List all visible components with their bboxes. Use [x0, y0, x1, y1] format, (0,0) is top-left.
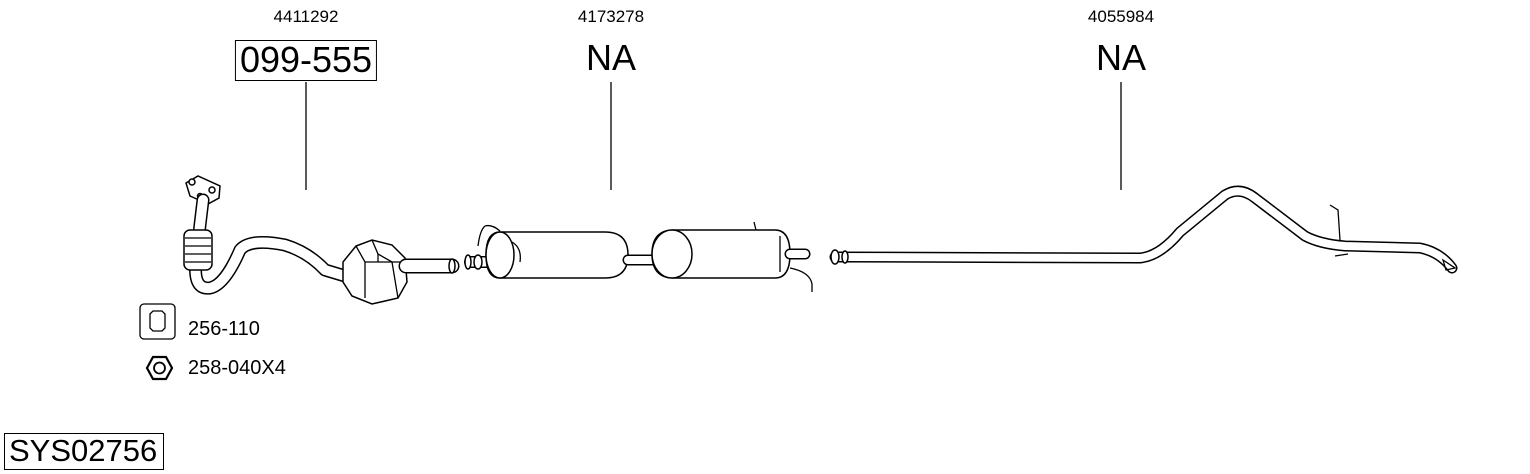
part-number-part-3: NA: [1095, 37, 1147, 78]
catalytic-converter-front-pipe: [183, 175, 460, 305]
silencer-2: [651, 229, 791, 279]
tail-pipe: [829, 185, 1458, 274]
part-number-part-1[interactable]: 099-555: [234, 40, 378, 81]
oem-number-part-1: 4411292: [273, 7, 339, 26]
system-code: SYS02756: [4, 433, 165, 471]
gasket-icon: [139, 303, 176, 340]
accessory-gasket-number: 256-110: [188, 318, 260, 340]
flex-bellows: [183, 229, 213, 271]
silencer-1: [485, 231, 629, 279]
accessory-nut-number: 258-040X4: [188, 357, 286, 379]
catalyst-body: [342, 239, 408, 305]
nut-icon: [145, 355, 174, 381]
part-number-part-2: NA: [585, 37, 637, 78]
oem-number-part-3: 4055984: [1087, 7, 1155, 26]
oem-number-part-2: 4173278: [577, 7, 645, 26]
center-silencer-assembly: [464, 221, 813, 292]
